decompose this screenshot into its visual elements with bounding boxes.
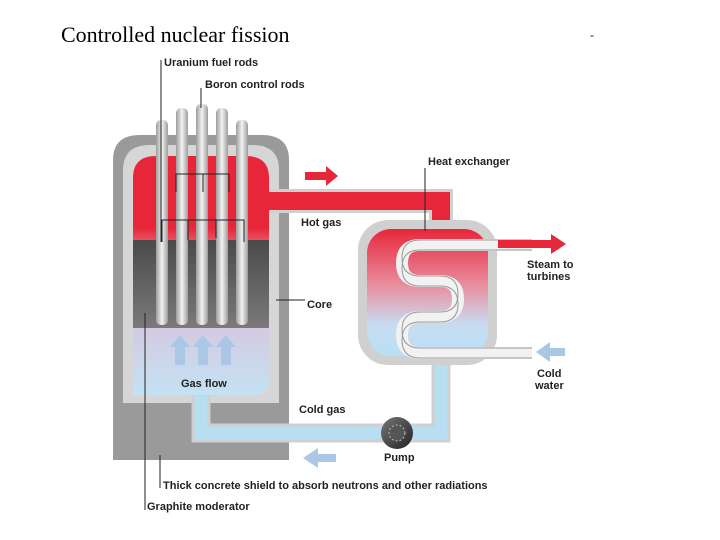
label-turbines: turbines [527,271,570,283]
label-heat-exchanger: Heat exchanger [428,156,511,168]
pump-icon [381,417,413,449]
cold-water-arrow [536,342,565,362]
label-hot-gas: Hot gas [301,217,341,229]
label-gas-flow: Gas flow [181,378,227,390]
corner-mark: - [590,28,594,42]
label-uranium-fuel-rods: Uranium fuel rods [164,57,258,69]
label-core: Core [307,299,332,311]
label-steam-to: Steam to [527,259,574,271]
hot-gas-arrow [305,166,338,186]
label-water: water [534,380,564,392]
slide-title: Controlled nuclear fission [61,22,290,47]
gas-flow-arrows [170,335,236,365]
steam-arrow [498,234,566,254]
label-boron-control-rods: Boron control rods [205,79,305,91]
label-cold: Cold [537,368,561,380]
return-flow-arrow [303,448,336,468]
leader-lines [144,60,426,510]
label-pump: Pump [384,452,415,464]
label-graphite-moderator: Graphite moderator [147,501,250,513]
label-concrete-shield: Thick concrete shield to absorb neutrons… [163,480,488,492]
label-cold-gas: Cold gas [299,404,345,416]
boron-control-rods [176,108,228,325]
